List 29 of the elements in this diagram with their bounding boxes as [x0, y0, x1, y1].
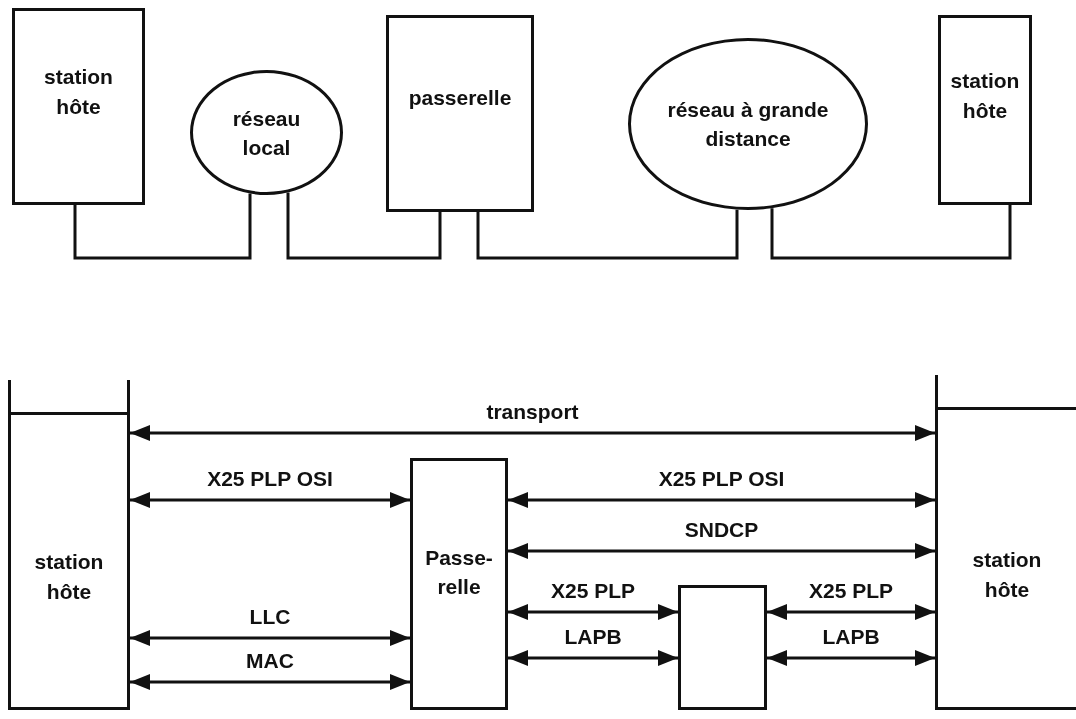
connector-line — [770, 205, 1012, 260]
connector-line — [476, 209, 739, 260]
station-box — [12, 8, 145, 205]
double-arrow — [130, 630, 410, 646]
double-arrow — [130, 492, 410, 508]
node-label: réseau local — [231, 105, 302, 161]
gateway-box — [410, 458, 508, 710]
double-arrow — [508, 604, 678, 620]
node-label: passerelle — [407, 85, 513, 112]
node-label: Passe- relle — [424, 544, 494, 600]
double-arrow — [767, 650, 935, 666]
connector-line — [73, 193, 252, 260]
empty-box — [678, 585, 767, 710]
node-label: réseau à grande distance — [666, 96, 830, 152]
double-arrow — [508, 650, 678, 666]
double-arrow — [130, 674, 410, 690]
double-arrow — [767, 604, 935, 620]
node-label: station hôte — [949, 67, 1021, 124]
node-label: station hôte — [33, 548, 105, 605]
node-label: station hôte — [43, 63, 114, 120]
station-column — [8, 380, 130, 710]
station-column — [935, 375, 1076, 710]
double-arrow — [508, 543, 935, 559]
node-label: station hôte — [971, 546, 1043, 603]
double-arrow — [130, 425, 935, 441]
station-box — [938, 15, 1032, 205]
connector-line — [286, 192, 442, 260]
gateway-box — [386, 15, 534, 212]
double-arrow — [508, 492, 935, 508]
